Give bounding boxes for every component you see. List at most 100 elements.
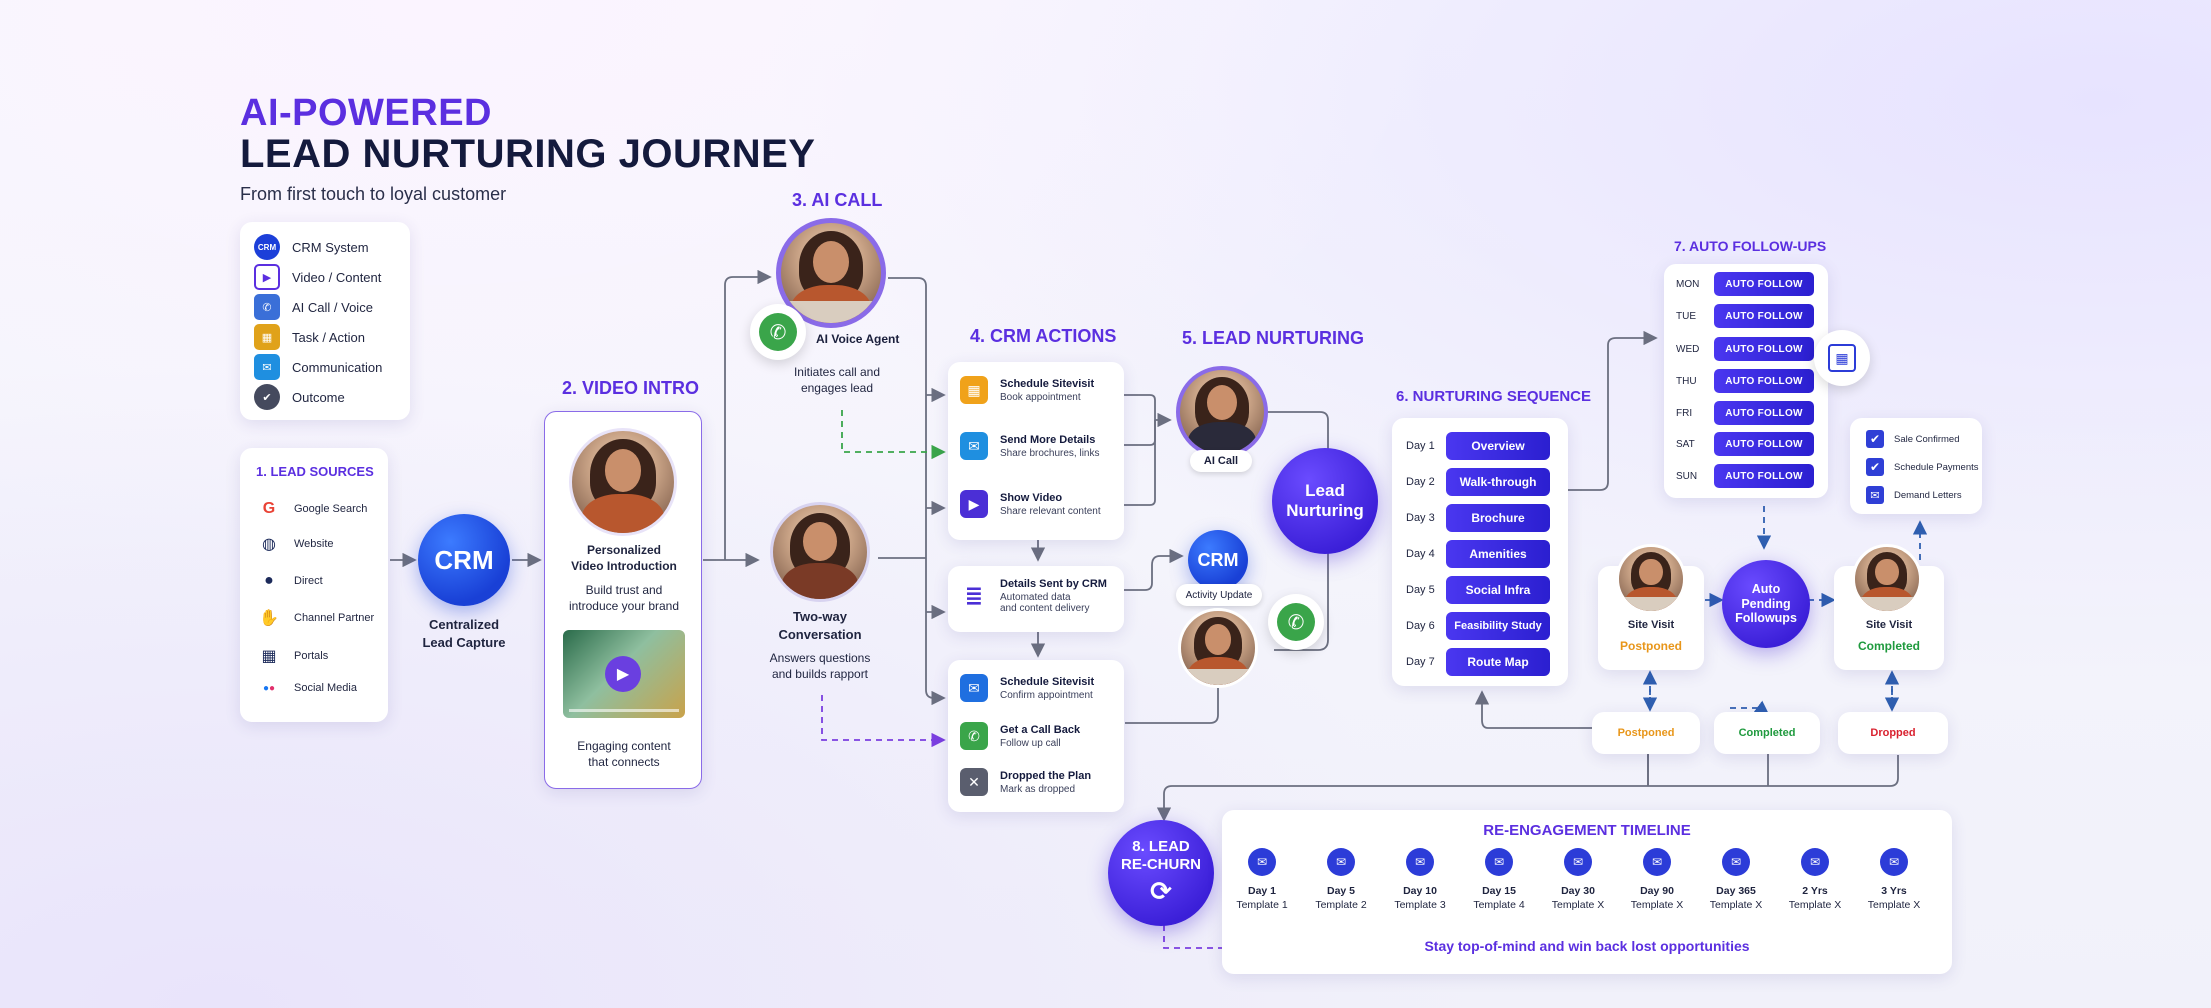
crm-activity-circle: CRM (1188, 530, 1248, 590)
conversation-heading-2: Conversation (778, 626, 862, 642)
mail-icon: ✉ (960, 674, 988, 702)
timeline-node-mail-icon[interactable]: ✉ (1880, 848, 1908, 876)
outcome-completed[interactable]: Completed (1714, 712, 1820, 754)
timeline-node-mail-icon[interactable]: ✉ (1485, 848, 1513, 876)
timeline-node-mail-icon[interactable]: ✉ (1406, 848, 1434, 876)
checklist-item[interactable]: ✔Sale Confirmed (1866, 430, 1959, 448)
details-item[interactable]: ≣ Details Sent by CRM Automated data and… (960, 578, 1107, 614)
video-desc-1: Build trust and (585, 583, 663, 597)
timeline-template: Template 1 (1236, 899, 1288, 912)
timeline-node-mail-icon[interactable]: ✉ (1327, 848, 1355, 876)
ai-call-tag: AI Call (1190, 450, 1252, 472)
source-item[interactable]: ✋ Channel Partner (259, 610, 375, 627)
lead-sources-card: 1. LEAD SOURCES G Google Search ◍ Websit… (240, 448, 388, 722)
nurturing-ai-avatar (1176, 366, 1268, 458)
phone-icon: ✆ (1277, 603, 1315, 641)
checklist-item[interactable]: ✔Schedule Payments (1866, 458, 1979, 476)
video-intro-title: 2. VIDEO INTRO (562, 378, 700, 398)
video-heading-1: Personalized (586, 543, 662, 557)
presenter-avatar (569, 428, 677, 536)
ai-agent-label: AI Voice Agent (816, 332, 900, 346)
timeline-node-mail-icon[interactable]: ✉ (1722, 848, 1750, 876)
source-item[interactable]: ◍ Website (258, 534, 334, 554)
timeline-node-mail-icon[interactable]: ✉ (1643, 848, 1671, 876)
legend-item: CRM CRM System (254, 234, 369, 260)
timeline-day: Day 1 (1247, 885, 1277, 897)
timeline-day: Day 10 (1403, 885, 1437, 897)
crm-icon: CRM (254, 234, 280, 260)
lead-nurturing-title: 5. LEAD NURTURING (1182, 328, 1365, 348)
source-item[interactable]: ●● Social Media (258, 682, 357, 694)
legend-item: ▶ Video / Content (254, 264, 381, 290)
reengagement-tagline: Stay top-of-mind and win back lost oppor… (1424, 938, 1750, 954)
timeline-day: Day 90 (1640, 885, 1674, 897)
timeline-template: Template 3 (1394, 899, 1446, 912)
source-item[interactable]: ● Direct (258, 572, 323, 590)
site-visit-avatar (1852, 544, 1922, 614)
google-icon: G (262, 500, 276, 517)
ai-call-title: 3. AI CALL (792, 190, 883, 210)
timeline-template: Template X (1867, 899, 1921, 912)
source-item[interactable]: G Google Search (258, 500, 368, 518)
timeline-node-mail-icon[interactable]: ✉ (1801, 848, 1829, 876)
timeline-day: 2 Yrs (1802, 885, 1828, 897)
timeline-day: 3 Yrs (1881, 885, 1907, 897)
outcome-postponed[interactable]: Postponed (1592, 712, 1700, 754)
timeline-node-mail-icon[interactable]: ✉ (1248, 848, 1276, 876)
video-heading-2: Video Introduction (571, 559, 677, 574)
timeline-node-mail-icon[interactable]: ✉ (1564, 848, 1592, 876)
timeline-day: Day 15 (1482, 885, 1516, 897)
ai-call-phone-badge[interactable]: ✆ (750, 304, 806, 360)
outcome-dropped[interactable]: Dropped (1838, 712, 1948, 754)
calendar-badge[interactable]: ▦ (1814, 330, 1870, 386)
title-line-1: AI-POWERED (240, 92, 492, 134)
video-footer-1: Engaging content (577, 739, 671, 753)
lead-nurturing-hub: Lead Nurturing (1272, 448, 1378, 554)
video-thumbnail[interactable]: ▶ (563, 630, 685, 718)
play-icon[interactable]: ▶ (605, 656, 641, 692)
calendar-icon: ▦ (1828, 344, 1856, 372)
conversation-desc-1: Answers questions (769, 651, 871, 665)
database-icon: ≣ (960, 582, 988, 610)
crm-details-card: ≣ Details Sent by CRM Automated data and… (948, 566, 1124, 632)
social-icon: ●● (262, 682, 276, 694)
site-visit-completed-card: Site Visit Completed (1834, 544, 1944, 670)
timeline-template: Template X (1551, 899, 1605, 912)
ai-agent-avatar (776, 218, 886, 328)
legend-item: ✆ AI Call / Voice (254, 294, 373, 320)
site-visit-avatar (1616, 544, 1686, 614)
timeline-day: Day 5 (1326, 885, 1356, 897)
conversation-heading-1: Two-way (793, 609, 847, 624)
mail-icon: ✉ (1866, 486, 1884, 504)
close-icon: ✕ (960, 768, 988, 796)
nurturing-phone-badge[interactable]: ✆ (1268, 594, 1324, 650)
checklist-item[interactable]: ✉Demand Letters (1866, 486, 1962, 504)
source-item[interactable]: ▦ Portals (258, 646, 328, 666)
